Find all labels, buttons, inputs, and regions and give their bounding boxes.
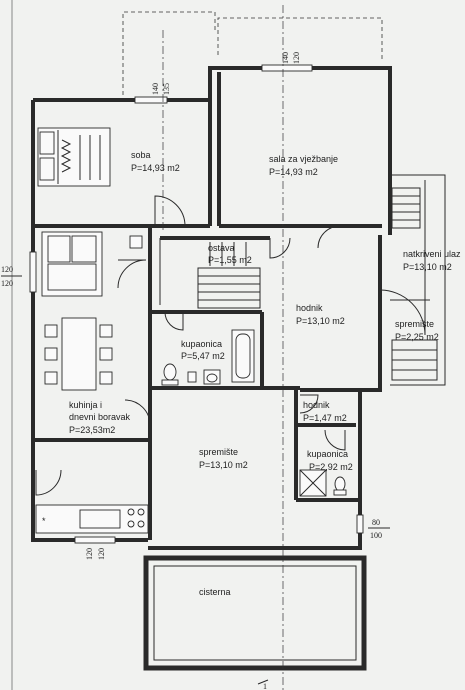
dim-right-window-100: 100	[370, 531, 382, 540]
room-cisterna-name: cisterna	[199, 587, 231, 597]
room-ostava-name: ostava	[208, 243, 235, 253]
dim-bottom-window-120a: 120	[85, 548, 94, 560]
room-spremiste-area: P=13,10 m2	[199, 460, 248, 470]
entrance-stairs	[390, 174, 446, 386]
utility-box	[187, 371, 197, 383]
room-hodnik-area: P=13,10 m2	[296, 316, 345, 326]
room-natkriveni-ulaz-area: P=13,10 m2	[403, 262, 452, 272]
washbasin	[203, 369, 221, 385]
doors	[35, 195, 426, 496]
dim-bottom-window-120b: 120	[97, 548, 106, 560]
windows	[29, 64, 364, 544]
tick-mark-bottom: 1	[263, 682, 267, 690]
terrace-outline	[122, 11, 383, 95]
bathtub	[231, 329, 255, 383]
room-spremiste-outside-area: P=2,25 m2	[395, 332, 439, 342]
room-sala-area: P=14,93 m2	[269, 167, 318, 177]
kitchen-counter	[35, 504, 149, 534]
room-kupaonica-name: kupaonica	[181, 339, 222, 349]
section-lines	[162, 5, 284, 690]
room-hodnik-small-area: P=1,47 m2	[303, 413, 347, 423]
small-toilet	[333, 476, 347, 496]
room-kupaonica-small-name: kupaonica	[307, 449, 348, 459]
room-natkriveni-ulaz-name: natkriveni ulaz	[403, 249, 461, 259]
dim-left-window-120a: 120	[1, 265, 13, 274]
armchair	[129, 235, 143, 249]
room-spremiste-name: spremište	[199, 447, 238, 457]
room-kupaonica-area: P=5,47 m2	[181, 351, 225, 361]
toilet	[161, 363, 179, 386]
room-soba-name: soba	[131, 150, 151, 160]
room-spremiste-outside-name: spremište	[395, 319, 434, 329]
room-kuhinja-area: P=23,53m2	[69, 425, 115, 435]
sofa	[41, 231, 103, 297]
room-soba-area: P=14,93 m2	[131, 163, 180, 173]
dim-soba-window-140: 140	[151, 83, 160, 95]
room-kupaonica-small-area: P=2,92 m2	[309, 462, 353, 472]
room-hodnik-name: hodnik	[296, 303, 323, 313]
shower	[299, 469, 327, 497]
room-sala-name: sala za vježbanje	[269, 154, 338, 164]
dim-soba-window-135: 135	[162, 83, 171, 95]
dim-sala-window-120: 120	[292, 52, 301, 64]
dining-table	[44, 317, 113, 391]
dim-right-window-80: 80	[372, 518, 380, 527]
kitchen-star-symbol: *	[42, 516, 46, 526]
dim-sala-window-140: 140	[281, 52, 290, 64]
room-hodnik-small-name: hodnik	[303, 400, 330, 410]
staircase	[197, 242, 261, 309]
bed	[37, 127, 111, 187]
dim-left-window-120b: 120	[1, 279, 13, 288]
cistern	[143, 555, 367, 671]
room-kuhinja-name-1: kuhinja i	[69, 400, 102, 410]
room-kuhinja-name-2: dnevni boravak	[69, 412, 131, 422]
room-ostava-area: P=1,55 m2	[208, 255, 252, 265]
